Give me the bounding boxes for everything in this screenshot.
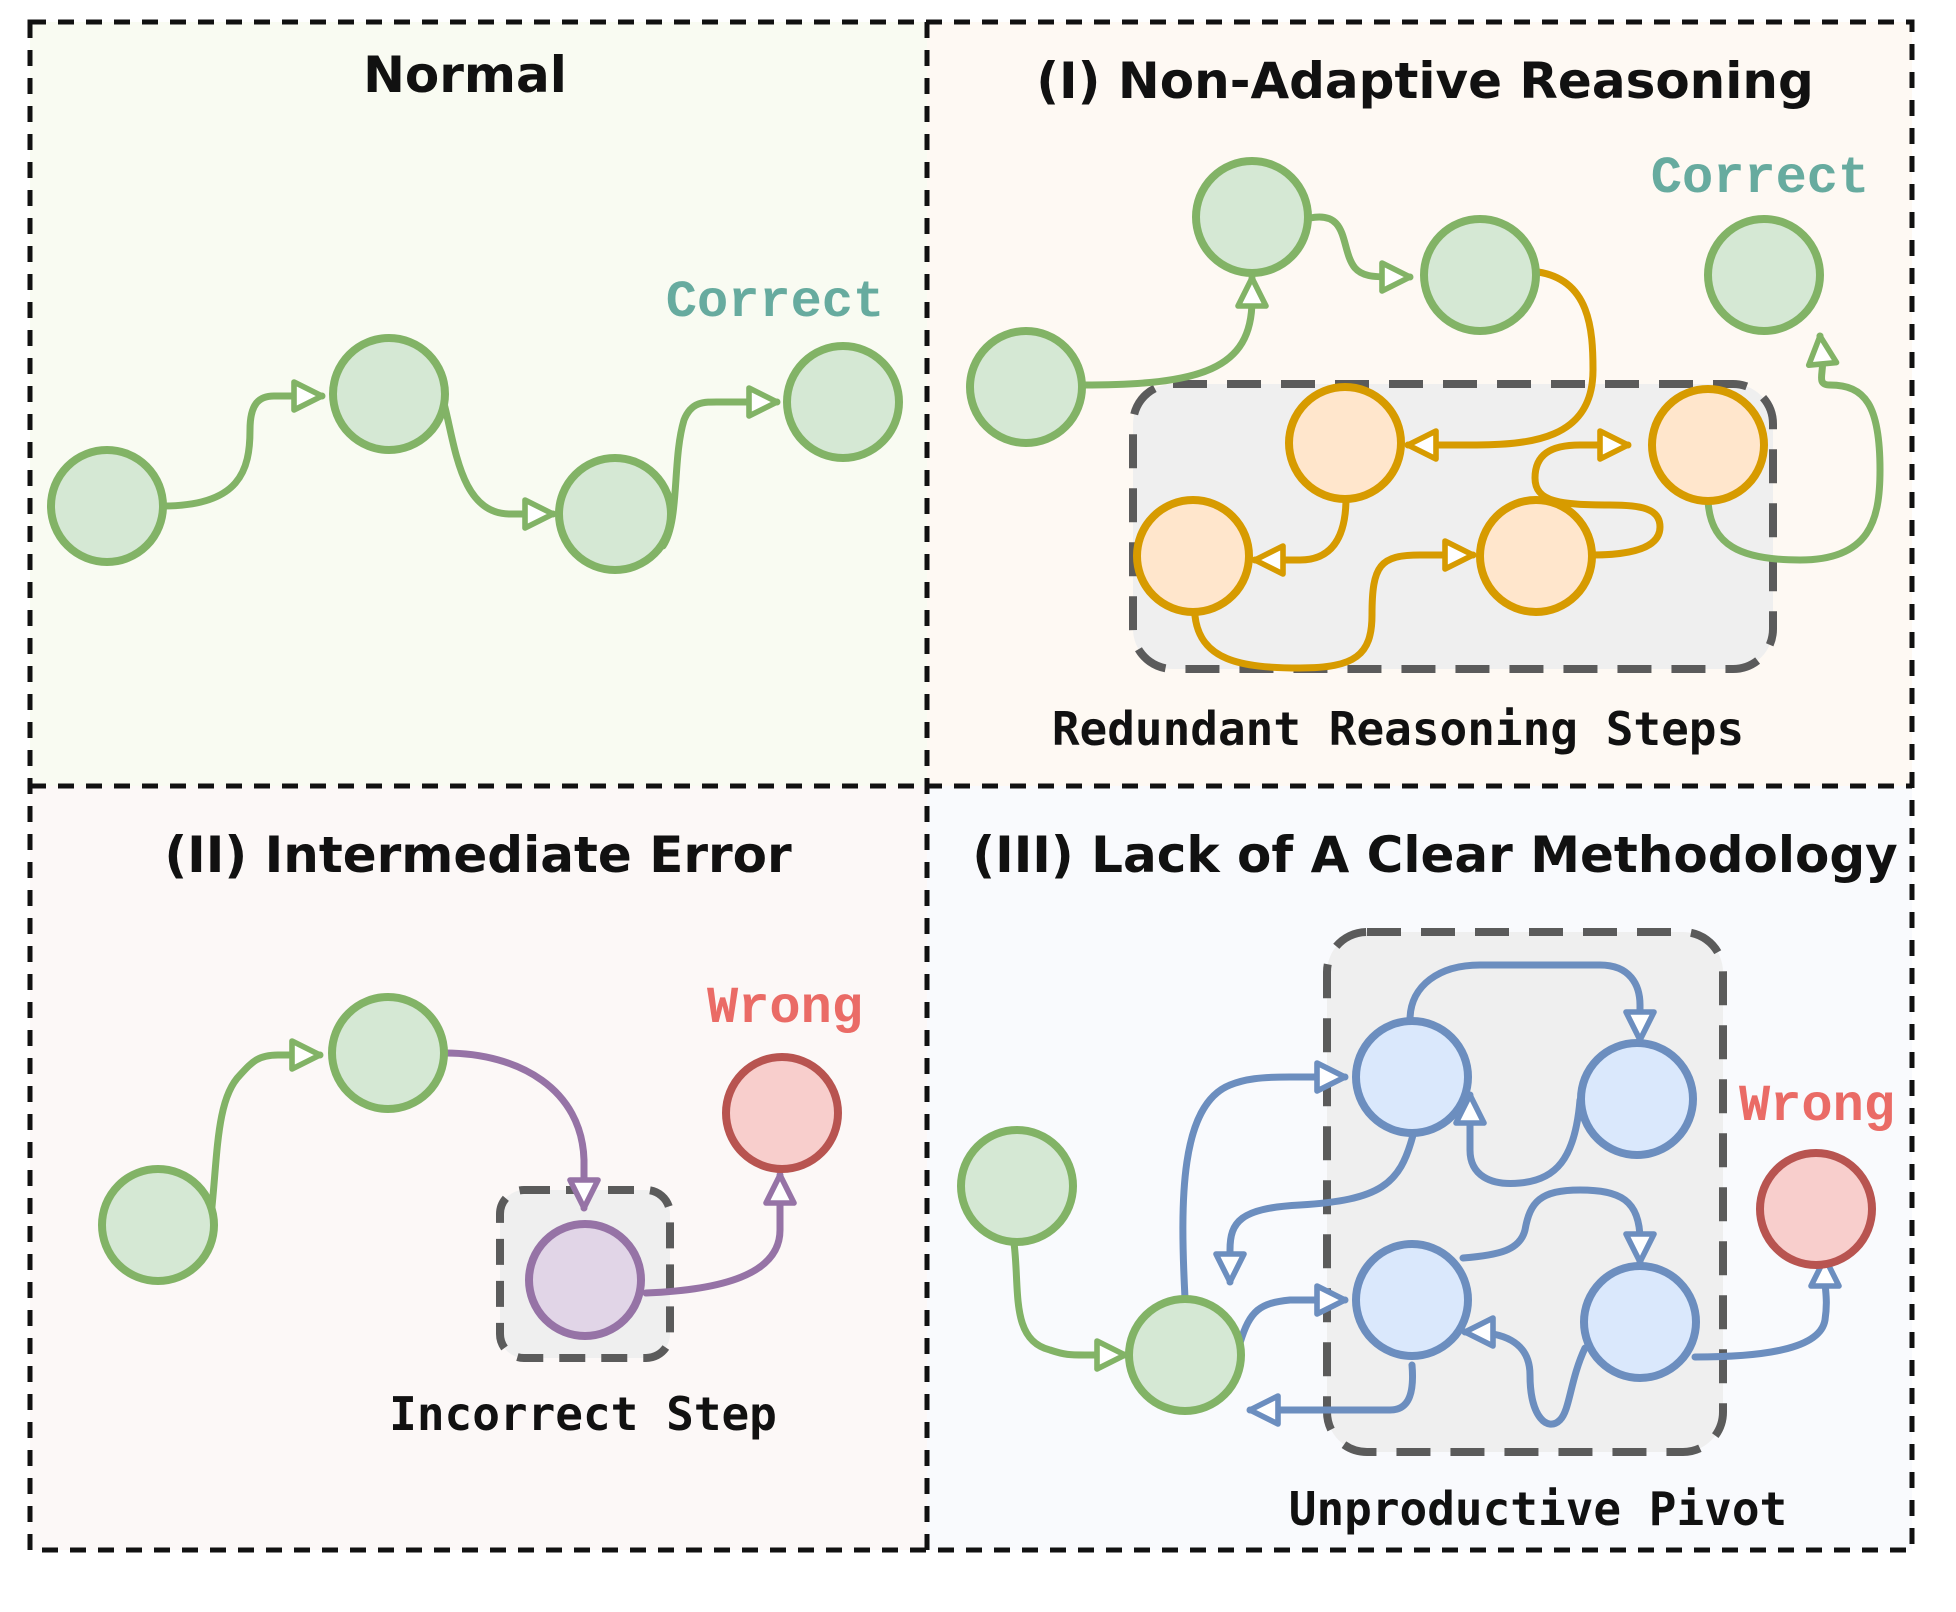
na-node-orange-1	[1285, 383, 1405, 503]
lm-node-hub	[1125, 1295, 1245, 1415]
normal-edge-1	[159, 379, 326, 510]
lm-edge-b1-to-b2	[1406, 961, 1657, 1044]
non-adaptive-outcome-label: Correct	[1651, 149, 1869, 208]
lm-edge-b3-to-hub	[1246, 1361, 1417, 1427]
lm-node-blue-1	[1352, 1017, 1472, 1137]
ie-edge-error-to-wrong	[642, 1171, 797, 1297]
panel-intermediate-error: (II) Intermediate Error Wrong Incorrect …	[98, 826, 863, 1441]
non-adaptive-nodes	[966, 157, 1824, 616]
normal-nodes	[47, 334, 903, 574]
lm-edge-b3-to-b4	[1459, 1186, 1657, 1266]
unproductive-pivot-caption: Unproductive Pivot	[1289, 1482, 1788, 1536]
lack-methodology-green-edges	[1010, 1239, 1129, 1372]
lm-edge-b4-to-wrong	[1691, 1254, 1842, 1361]
na-node-orange-3	[1476, 496, 1596, 616]
na-node-start	[966, 327, 1086, 447]
na-node-orange-2	[1133, 496, 1253, 616]
panel-normal-title: Normal	[363, 46, 567, 104]
ie-node-start	[98, 1165, 218, 1285]
na-edge-o1-to-o2	[1251, 494, 1350, 577]
ie-node-incorrect	[525, 1220, 645, 1340]
lm-edge-b1-to-hub	[1213, 1131, 1417, 1286]
na-edge-n2-to-n3	[1306, 213, 1414, 294]
lm-edge-b2-to-b1	[1453, 1091, 1584, 1187]
na-node-green-2	[1192, 157, 1312, 277]
na-edge-o3-loop-to-o4	[1531, 428, 1664, 559]
lm-edge-start-to-hub	[1010, 1239, 1129, 1372]
lm-edge-b4-to-b3	[1461, 1315, 1589, 1428]
normal-node-1	[47, 446, 167, 566]
na-edge-start-to-n2	[1079, 274, 1269, 389]
lm-node-blue-4	[1580, 1262, 1700, 1382]
lack-methodology-nodes	[957, 1017, 1876, 1415]
intermediate-error-outcome-label: Wrong	[707, 979, 863, 1038]
non-adaptive-green-edges	[1079, 213, 1884, 564]
lm-node-blue-2	[1577, 1039, 1697, 1159]
panel-lack-methodology: (III) Lack of A Clear Methodology Wrong …	[957, 826, 1898, 1536]
na-node-green-3	[1420, 215, 1540, 335]
panel-normal: Normal Correct	[47, 46, 903, 574]
na-node-answer	[1704, 215, 1824, 335]
intermediate-error-purple-edges	[441, 1049, 797, 1297]
panel-intermediate-error-title: (II) Intermediate Error	[164, 826, 792, 884]
lack-methodology-blue-edges	[1179, 961, 1842, 1428]
incorrect-step-caption: Incorrect Step	[389, 1387, 777, 1441]
non-adaptive-orange-edges	[1191, 268, 1664, 672]
ie-edge-n2-to-error	[441, 1049, 601, 1212]
panel-lack-methodology-title: (III) Lack of A Clear Methodology	[972, 826, 1898, 884]
ie-node-green-2	[328, 993, 448, 1113]
na-edge-o2-to-o3	[1191, 538, 1477, 672]
normal-node-2	[329, 334, 449, 454]
lm-node-blue-3	[1352, 1240, 1472, 1360]
panel-non-adaptive-title: (I) Non-Adaptive Reasoning	[1036, 52, 1814, 110]
ie-node-wrong-answer	[722, 1053, 842, 1173]
intermediate-error-nodes	[98, 993, 842, 1340]
na-node-orange-4	[1648, 385, 1768, 505]
panel-non-adaptive: (I) Non-Adaptive Reasoning Correct Redun…	[966, 52, 1884, 756]
lm-edge-hub-to-b1	[1179, 1060, 1349, 1302]
lm-node-start	[957, 1126, 1077, 1246]
normal-edge-2	[438, 392, 557, 531]
redundant-steps-caption: Redundant Reasoning Steps	[1052, 702, 1744, 756]
na-edge-o5-to-answer	[1704, 332, 1884, 564]
lack-methodology-outcome-label: Wrong	[1739, 1077, 1895, 1136]
normal-outcome-label: Correct	[666, 273, 884, 332]
normal-node-answer	[783, 342, 903, 462]
lm-edge-hub-to-b3	[1236, 1283, 1349, 1347]
intermediate-error-green-edges	[206, 1038, 324, 1229]
normal-node-3	[555, 454, 675, 574]
ie-edge-start-to-n2	[206, 1038, 324, 1229]
lm-node-wrong-answer	[1756, 1149, 1876, 1269]
panel-borders	[27, 19, 1915, 1553]
na-edge-n3-to-o1	[1404, 268, 1597, 462]
